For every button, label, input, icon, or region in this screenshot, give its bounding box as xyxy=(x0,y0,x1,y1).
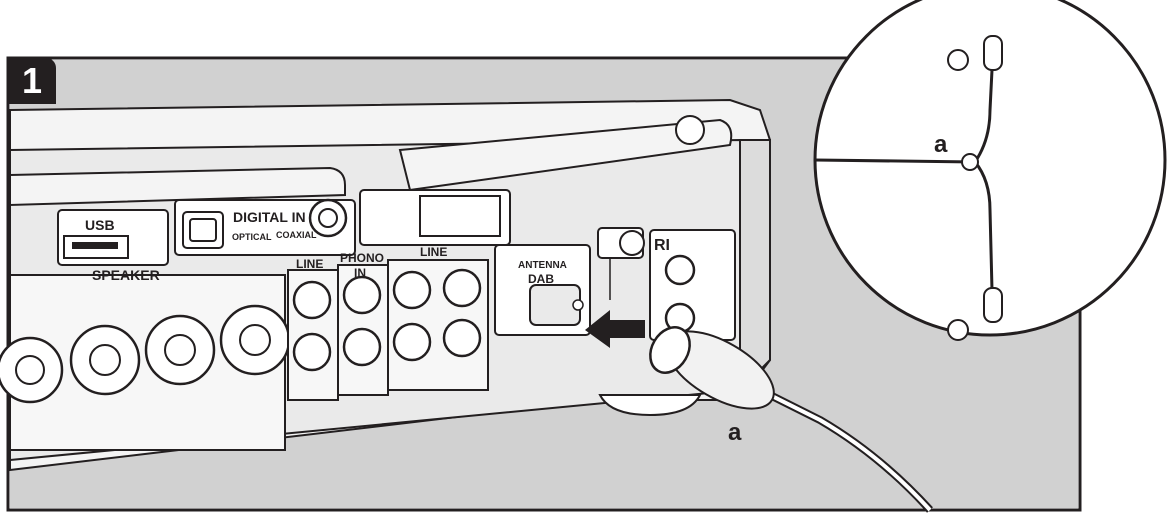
pin-bottom-tab xyxy=(983,287,1003,323)
remote-jack-top[interactable] xyxy=(664,254,696,286)
optical-label: OPTICAL xyxy=(232,232,272,242)
receiver-side xyxy=(739,139,771,393)
line-out-jack-bottom[interactable] xyxy=(292,332,332,372)
line-out-jack-top[interactable] xyxy=(292,280,332,320)
line-in-2-jack-top[interactable] xyxy=(442,268,482,308)
speaker-terminal-1-inner xyxy=(15,355,45,385)
pin-bottom-head xyxy=(947,319,969,341)
zoom-wire-left xyxy=(814,158,976,164)
coaxial-label: COAXIAL xyxy=(276,230,317,240)
pin-top-tab xyxy=(983,35,1003,71)
antenna-label: ANTENNA xyxy=(518,260,567,271)
wifi-antenna-base xyxy=(675,115,705,145)
phono-jack-top[interactable] xyxy=(342,275,382,315)
speaker-terminal-2-inner xyxy=(89,344,121,376)
antenna-sub-label: DAB xyxy=(528,272,554,286)
line-in-label: LINE xyxy=(420,245,447,259)
digital-in-label: DIGITAL IN xyxy=(233,209,306,225)
ground-screw[interactable] xyxy=(619,230,645,256)
usb-label: USB xyxy=(85,217,115,233)
step-number-badge: 1 xyxy=(8,58,56,104)
dab-connector-pin xyxy=(572,299,584,311)
speaker-label: SPEAKER xyxy=(92,267,160,283)
coaxial-jack-inner xyxy=(318,208,338,228)
line-out-label: LINE xyxy=(296,257,323,271)
ethernet-port[interactable] xyxy=(419,195,501,237)
wifi-antenna-right xyxy=(398,118,733,192)
remote-logo: RI xyxy=(654,237,670,254)
phono-jack-bottom[interactable] xyxy=(342,327,382,367)
dipole-wire-top xyxy=(973,69,994,163)
cable-callout: a xyxy=(728,419,742,446)
shelf-surface xyxy=(10,400,1078,508)
phono-label: PHONO xyxy=(340,251,384,265)
optical-port-inner xyxy=(189,218,217,242)
pin-top-head xyxy=(947,49,969,71)
usb-port-tongue xyxy=(72,242,118,249)
receiver-foot xyxy=(598,394,702,417)
speaker-terminal-3-inner xyxy=(164,334,196,366)
line-in-2-jack-bottom[interactable] xyxy=(442,318,482,358)
antenna-callout: a xyxy=(934,131,948,158)
line-in-1-jack-bottom[interactable] xyxy=(392,322,432,362)
wifi-antenna-left xyxy=(9,166,346,207)
dipole-junction xyxy=(961,153,979,171)
line-in-1-jack-top[interactable] xyxy=(392,270,432,310)
speaker-terminal-4-inner xyxy=(239,324,271,356)
cable-plug-nut xyxy=(649,326,691,374)
phono-sub-label: IN xyxy=(354,266,366,280)
insert-arrow xyxy=(585,310,645,348)
